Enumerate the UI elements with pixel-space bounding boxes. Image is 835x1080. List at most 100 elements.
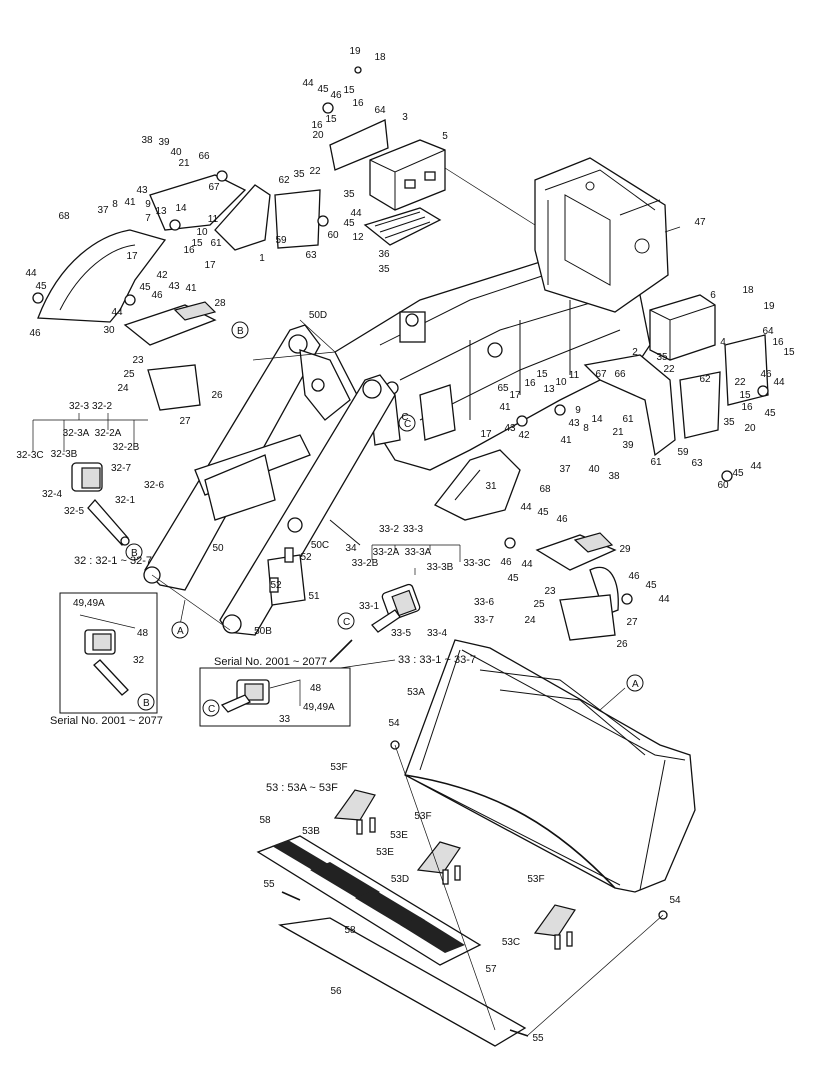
part-callout: 54 [669,895,681,906]
inset-box-33 [199,667,351,727]
part-callout: 50B [254,626,272,637]
part-callout: 67 [595,369,607,380]
part-callout: 16 [183,245,195,256]
part-callout: 33-2 [379,524,399,535]
part-callout: 32-7 [111,463,131,474]
part-callout: 53D [391,874,409,885]
ref-letter-b-top: B [237,326,244,337]
part-callout: 64 [374,105,386,116]
part-callout: 33-3B [427,562,454,573]
part-callout: 21 [178,158,190,169]
part-callout: 13 [543,384,555,395]
part-callout: 53C [502,937,520,948]
ref-letter-c-frame: C [404,419,411,430]
part-callout: 45 [343,218,355,229]
battery-cover-4 [724,334,769,406]
mud-flap-26-right [559,594,616,641]
fasteners [32,66,769,920]
part-callout: 10 [196,227,208,238]
cutting-edge-56 [278,917,527,1047]
cutting-edge-guard-58 [256,835,482,966]
part-callout: 23 [132,355,144,366]
part-callout: 64 [762,326,774,337]
part-callout: 46 [500,557,512,568]
part-callout: 6 [710,290,716,301]
part-callout: 24 [117,383,129,394]
battery-cover-3 [329,119,389,171]
part-callout: 46 [330,90,342,101]
step-29 [535,532,619,616]
part-callout: 59 [275,235,287,246]
part-callout: 45 [764,408,776,419]
part-callout: 45 [645,580,657,591]
part-callout: 11 [569,370,580,381]
part-callout: 38 [141,135,153,146]
part-callout: 33-2A [373,547,400,558]
bucket [404,639,696,893]
part-callout: 17 [204,260,216,271]
part-callout: 63 [691,458,703,469]
part-callout: 32-3A [63,428,90,439]
part-callout: 33-3A [405,547,432,558]
part-callout: 22 [663,364,675,375]
inset33-label-33: 33 [279,714,291,725]
part-callout: 28 [214,298,226,309]
part-callout: 45 [35,281,47,292]
part-callout: 27 [179,416,191,427]
part-callout: 54 [388,718,400,729]
part-callout: 41 [499,402,511,413]
ref-letter-b-lamp: B [131,548,138,559]
part-callout: 44 [25,268,37,279]
part-callout: 16 [311,120,323,131]
part-callout: 41 [560,435,572,446]
part-callout: 32-5 [64,506,84,517]
part-callout: 35 [723,417,735,428]
part-callout: 35 [656,352,668,363]
part-callout: 17 [126,251,138,262]
part-callout: 26 [616,639,628,650]
part-callout: 68 [539,484,551,495]
part-callout: 8 [583,423,589,434]
lift-arm [143,324,396,636]
part-callout: 68 [58,211,70,222]
part-callout: 46 [628,571,640,582]
step-28 [123,301,217,346]
part-callout: 38 [608,471,620,482]
part-callout: 44 [350,208,362,219]
part-callout: 58 [259,815,271,826]
part-callout: 61 [210,238,222,249]
part-callout: 45 [317,84,329,95]
part-callout: 33-6 [474,597,494,608]
part-callout: 45 [537,507,549,518]
part-callout: 27 [626,617,638,628]
part-callout: 44 [658,594,670,605]
part-callout: 36 [378,249,390,260]
part-callout: 53B [302,826,320,837]
part-callout: 32-2B [113,442,140,453]
part-callout: 15 [343,85,355,96]
part-callout: 18 [742,285,754,296]
part-callout: 21 [612,427,624,438]
fender-rear-2 [583,354,676,457]
part-callout: 44 [302,78,314,89]
part-callout: 46 [151,290,163,301]
part-callout: 46 [556,514,568,525]
part-callout: 33-4 [427,628,447,639]
part-callout: 33-7 [474,615,494,626]
battery-tray-12 [363,207,442,246]
part-callout: 23 [544,586,556,597]
part-callout: 33-2B [352,558,379,569]
plate-63 [274,189,721,439]
part-callout: 32-3 [69,401,89,412]
group-note: 53 : 53A ~ 53F [266,782,338,794]
part-callout: 7 [145,213,151,224]
part-callout: 55 [263,879,275,890]
part-callout: 37 [97,205,109,216]
part-callout: 15 [783,347,795,358]
part-callout: 52 [300,552,312,563]
part-callout: 62 [278,175,290,186]
part-callout: 16 [352,98,364,109]
part-callout: 61 [650,457,662,468]
inset-box-32 [59,592,158,714]
part-callout: 52 [270,580,282,591]
